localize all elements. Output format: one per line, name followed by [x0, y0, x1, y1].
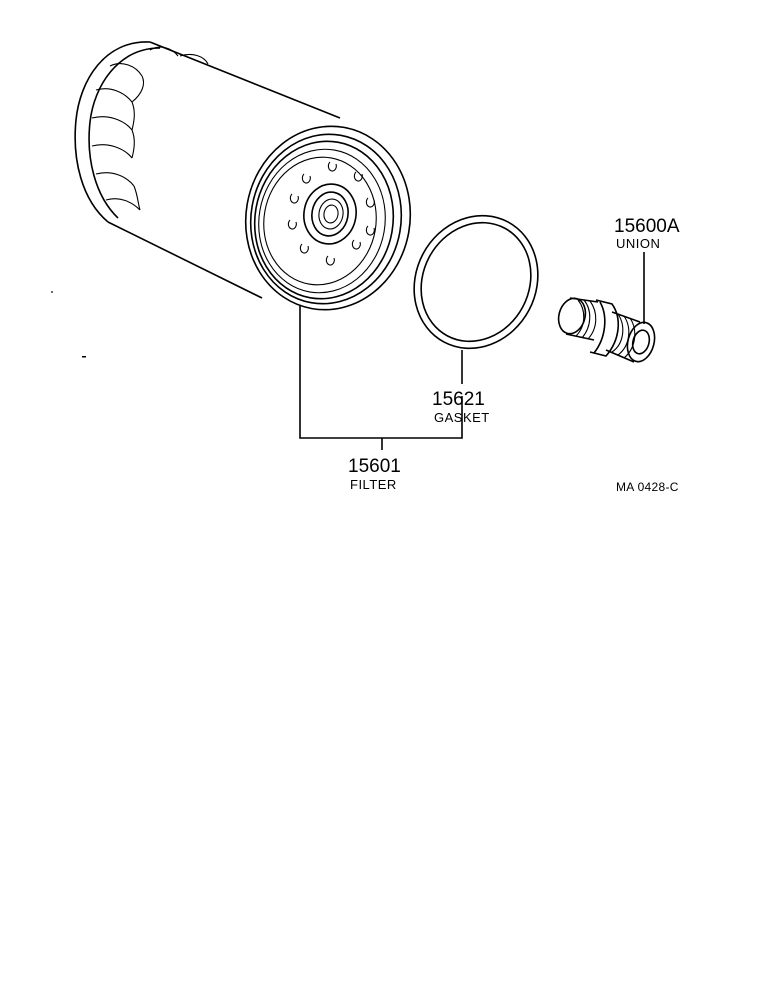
union-part-number: 15600A [614, 216, 680, 237]
union-part-name: UNION [616, 236, 660, 251]
oil-filter-drawing [74, 41, 412, 311]
gasket-part-name: GASKET [434, 410, 490, 425]
diagram-code: MA 0428-C [616, 480, 679, 494]
gasket-drawing [413, 214, 539, 350]
filter-part-name: FILTER [350, 477, 397, 492]
union-drawing [557, 297, 656, 363]
gasket-part-number: 15621 [432, 389, 485, 410]
filter-part-number: 15601 [348, 456, 401, 477]
leader-lines [299, 252, 645, 450]
